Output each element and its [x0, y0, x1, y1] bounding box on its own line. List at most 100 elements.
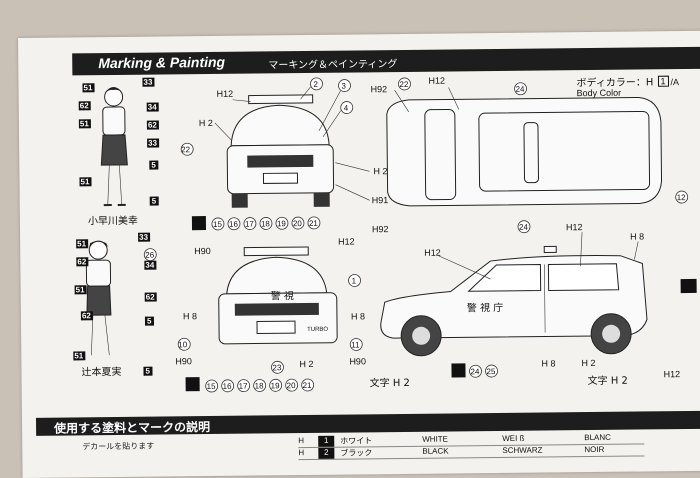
svg-text:24: 24	[470, 367, 480, 376]
svg-text:1: 1	[352, 276, 357, 285]
svg-text:33: 33	[143, 78, 153, 87]
rear-decal-row: 15 16 17 18 19 20 21	[185, 377, 315, 393]
mark-51: 51	[79, 177, 92, 187]
circled-rear: 1 10 11 23	[177, 274, 363, 374]
svg-text:19: 19	[277, 219, 287, 228]
paint-legend-title: 使用する塗料とマークの説明	[54, 420, 211, 436]
svg-text:22: 22	[181, 145, 191, 154]
circled-side: 24 25	[469, 364, 498, 378]
svg-text:26: 26	[145, 251, 155, 260]
car-rear-view: 警 視 TURBO	[218, 246, 338, 345]
svg-text:4: 4	[344, 104, 349, 113]
callout-h12-front: H12	[217, 89, 234, 99]
svg-text:62: 62	[82, 311, 92, 320]
svg-text:18: 18	[261, 219, 271, 228]
mark-33: 33	[138, 232, 151, 242]
leader-lines	[214, 86, 639, 280]
callout-h8-rear-left: H 8	[183, 311, 197, 321]
svg-text:25: 25	[486, 367, 496, 376]
svg-text:11: 11	[351, 340, 360, 349]
svg-text:51: 51	[80, 177, 90, 186]
mark-34: 34	[146, 102, 159, 112]
side-decal-square	[451, 363, 466, 378]
svg-text:21: 21	[309, 219, 319, 228]
callout-h2-rear: H 2	[299, 359, 313, 369]
svg-text:17: 17	[239, 382, 249, 391]
callout-moji-h2-left: 文字 H 2	[370, 376, 410, 389]
callout-h12-far: H12	[664, 369, 681, 379]
callout-h12-side-roof: H12	[566, 222, 583, 232]
body-color-code-box	[657, 75, 670, 87]
mark-33: 33	[142, 77, 155, 87]
body-color-suffix: /A	[670, 77, 679, 87]
mark-62: 62	[76, 257, 89, 267]
mark-26: 26	[143, 248, 157, 262]
figure-kobayakawa	[100, 87, 128, 207]
svg-text:22: 22	[399, 80, 409, 89]
car-front-view	[226, 94, 335, 208]
mark-5: 5	[149, 160, 159, 170]
mark-5: 5	[144, 316, 155, 326]
rear-badge: TURBO	[307, 327, 328, 333]
svg-text:21: 21	[303, 381, 313, 390]
car-top-view	[386, 97, 663, 207]
callout-h91-front: H91	[372, 195, 389, 205]
callout-h2-front-right: H 2	[373, 166, 387, 176]
mark-51: 51	[73, 351, 86, 361]
callout-h2-side: H 2	[581, 358, 595, 368]
mark-62: 62	[144, 292, 157, 302]
callout-h90-rear-left: H90	[175, 356, 192, 366]
svg-text:24: 24	[519, 223, 529, 232]
figure-2-name: 辻本夏実	[81, 365, 121, 378]
instruction-sheet: Marking & Painting マーキング＆ペインティング ボディカラー：…	[18, 30, 700, 478]
rear-text: 警 視	[271, 289, 294, 302]
svg-text:5: 5	[147, 317, 152, 326]
callout-h12-side: H12	[424, 248, 441, 258]
callout-h12-rear: H12	[338, 236, 355, 246]
svg-text:23: 23	[272, 363, 282, 372]
paint-table: H 1 ホワイト WHITE WEI ß BLANC H 2 ブラック BLAC…	[298, 432, 645, 461]
svg-text:34: 34	[145, 261, 155, 270]
callout-h2-front: H 2	[199, 118, 213, 128]
svg-text:20: 20	[293, 219, 303, 228]
svg-text:5: 5	[145, 367, 150, 376]
figure-1-name: 小早川美幸	[88, 214, 138, 228]
svg-text:16: 16	[229, 220, 239, 229]
mark-34: 34	[144, 260, 157, 270]
svg-text:5: 5	[152, 197, 157, 206]
decal-note: デカールを貼ります	[82, 441, 155, 452]
callout-h8-side: H 8	[630, 231, 644, 241]
svg-text:51: 51	[83, 83, 93, 92]
mark-33: 33	[147, 138, 160, 148]
callout-h92-bottom: H92	[372, 224, 389, 234]
body-color-code: 1	[660, 76, 665, 86]
figure-mark-squares: 51 62 51 33 34 62 33 5 51 5 51 33 62 34 …	[73, 77, 160, 376]
svg-text:33: 33	[148, 139, 158, 148]
callout-h90-rear-right: H90	[349, 356, 366, 366]
callout-h12-top: H12	[428, 76, 445, 86]
svg-text:51: 51	[80, 119, 90, 128]
svg-text:62: 62	[77, 257, 87, 266]
callout-h92-top: H92	[371, 84, 388, 94]
side-text: 警 視 庁	[467, 301, 503, 314]
front-decal-row: 15 16 17 18 19 20 21	[191, 216, 321, 231]
figure-tsujimoto	[85, 240, 112, 356]
callout-moji-h2-right: 文字 H 2	[588, 374, 628, 387]
svg-text:33: 33	[139, 233, 149, 242]
svg-text:17: 17	[245, 220, 255, 229]
circled-front-top: 2 3 4 22	[180, 77, 354, 156]
mark-51: 51	[78, 119, 91, 129]
circled-top-view: 22 24 24 12	[398, 77, 689, 234]
mark-51: 51	[76, 239, 89, 249]
svg-text:51: 51	[76, 285, 86, 294]
svg-text:19: 19	[271, 381, 281, 390]
svg-text:62: 62	[148, 121, 158, 130]
mark-62: 62	[78, 101, 91, 111]
svg-text:3: 3	[341, 82, 346, 91]
svg-text:62: 62	[80, 101, 90, 110]
mark-5: 5	[143, 366, 153, 376]
painting-diagram: ボディカラー：H 1 /A Body Color 小早川美幸 辻本夏実	[73, 75, 697, 393]
callout-h8-rear-right: H 8	[351, 311, 365, 321]
car-side-view: 警 視 庁	[380, 245, 648, 357]
callout-h90-rear-top: H90	[194, 246, 211, 256]
